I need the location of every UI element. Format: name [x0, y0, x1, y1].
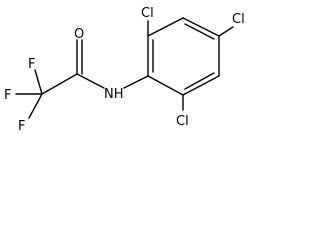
ring-bond — [182, 75, 220, 96]
bond-carbonyl-cf3 — [41, 73, 78, 95]
bond-cf3-f-upper — [34, 69, 43, 95]
atom-f-upper: F — [28, 57, 35, 72]
atom-oxygen: O — [74, 27, 84, 42]
bond-nitrogen-carbonyl — [76, 73, 105, 89]
ring-bond-double-inner — [184, 72, 215, 90]
ring-bond — [147, 75, 184, 96]
atom-cl-top: Cl — [141, 6, 154, 21]
chemical-structure: Cl Cl Cl O NH F F F — [4, 6, 245, 134]
atom-nh: NH — [104, 87, 124, 102]
atom-f-middle: F — [4, 88, 11, 103]
ring-bond-double-inner — [184, 23, 215, 40]
atom-cl-bottom: Cl — [176, 114, 189, 129]
atom-f-lower: F — [18, 119, 25, 134]
ring-bond — [147, 17, 184, 37]
benzene-ring — [147, 17, 220, 96]
bond-ring-nitrogen — [123, 75, 149, 89]
atom-cl-para: Cl — [232, 12, 245, 27]
ring-bond — [182, 17, 220, 37]
bond-ring-cl-para — [218, 26, 234, 37]
bond-cf3-f-lower — [28, 93, 43, 119]
